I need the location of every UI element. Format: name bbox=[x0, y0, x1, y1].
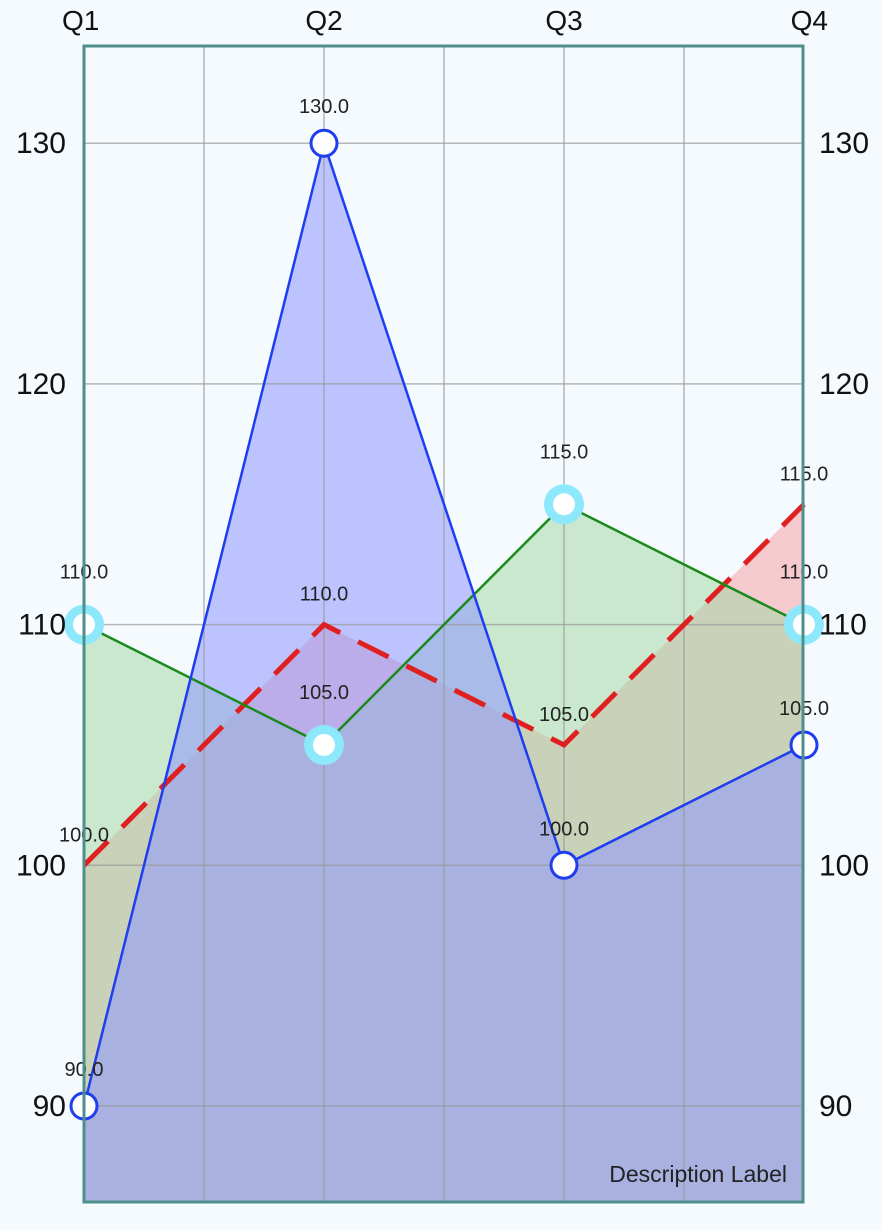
x-tick-Q4: Q4 bbox=[791, 5, 828, 36]
series-0-line bbox=[82, 502, 806, 868]
y-tick-right-110: 110 bbox=[819, 609, 867, 642]
y-tick-left-120: 120 bbox=[16, 368, 66, 401]
y-tick-left-130: 130 bbox=[16, 127, 66, 160]
series-0-value-label-2: 105.0 bbox=[539, 704, 589, 726]
y-tick-left-110: 110 bbox=[18, 609, 66, 642]
series-1-point-2-center bbox=[553, 493, 575, 516]
series-2-line bbox=[82, 138, 805, 1107]
description-label: Description Label bbox=[609, 1161, 787, 1187]
y-tick-right-120: 120 bbox=[819, 368, 869, 401]
series-1-value-label-1: 105.0 bbox=[299, 682, 349, 704]
y-tick-left-90: 90 bbox=[33, 1090, 66, 1123]
x-axis-ticks: Q1 Q2 Q3 Q4 bbox=[62, 5, 828, 36]
y-tick-right-100: 100 bbox=[819, 849, 869, 882]
y-axis-ticks: 90 90 100 100 110 110 120 120 130 130 bbox=[16, 127, 869, 1123]
series-lines bbox=[82, 138, 806, 1107]
series-2-point-1 bbox=[309, 128, 339, 158]
series-1-point-1-center bbox=[313, 733, 335, 756]
plot-border bbox=[82, 44, 805, 1204]
y-tick-right-90: 90 bbox=[819, 1090, 852, 1123]
x-tick-Q2: Q2 bbox=[305, 5, 342, 36]
y-tick-left-100: 100 bbox=[16, 849, 66, 882]
series-2-value-label-2: 100.0 bbox=[539, 818, 589, 840]
series-1-line bbox=[83, 502, 805, 747]
series-2-point-2 bbox=[549, 850, 579, 880]
x-tick-Q3: Q3 bbox=[545, 5, 582, 36]
y-tick-right-130: 130 bbox=[819, 127, 869, 160]
series-1-value-label-2: 115.0 bbox=[540, 441, 589, 463]
series-markers bbox=[64, 128, 824, 1121]
series-0-value-label-1: 110.0 bbox=[300, 584, 349, 606]
x-tick-Q1: Q1 bbox=[62, 5, 99, 36]
series-2-value-label-1: 130.0 bbox=[299, 96, 349, 118]
